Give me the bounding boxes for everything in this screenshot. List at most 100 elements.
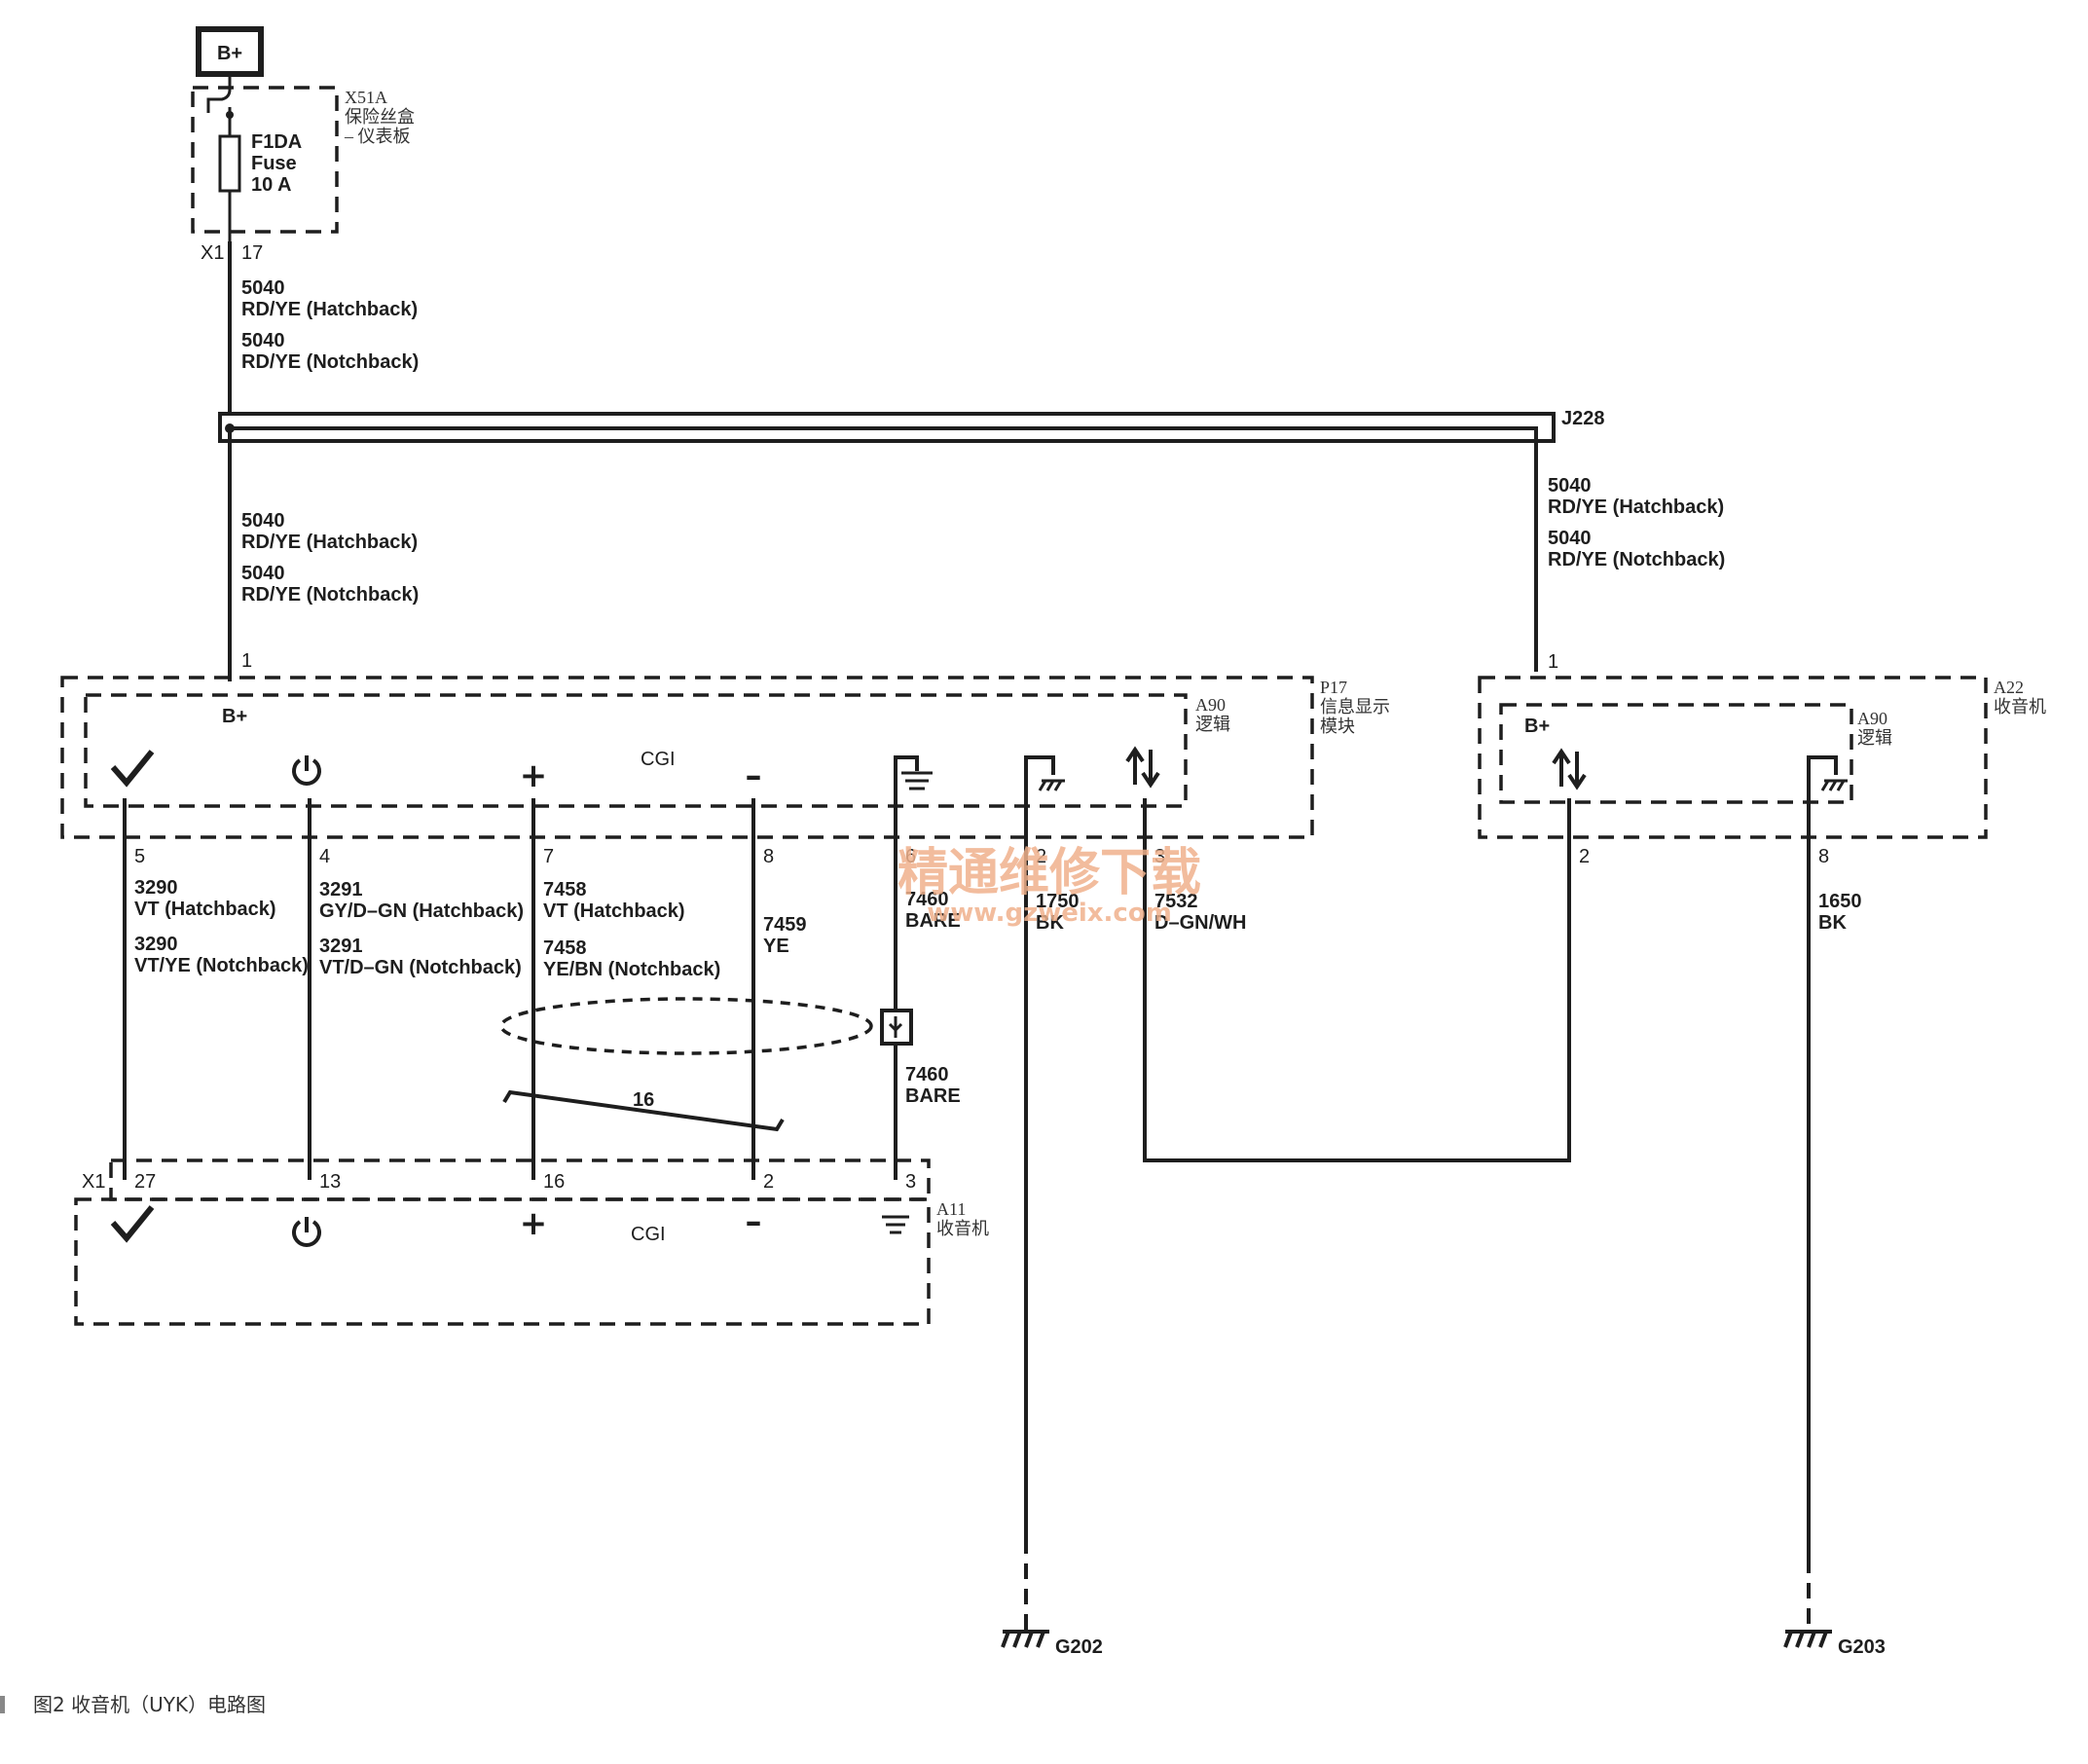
svg-text:7460: 7460: [905, 1064, 949, 1085]
svg-text:3: 3: [905, 1171, 916, 1193]
svg-text:RD/YE (Notchback): RD/YE (Notchback): [241, 584, 419, 606]
svg-text:2: 2: [1036, 846, 1046, 867]
svg-text:5040: 5040: [241, 510, 285, 532]
shield-ellipse: [499, 997, 913, 1055]
battery-label: B+: [217, 43, 242, 64]
chassis-ground-icon: [1024, 755, 1065, 798]
ground-label-g203: G203: [1838, 1636, 1886, 1658]
minus-sign: –: [746, 756, 762, 795]
twisted-pair-marker: 16: [502, 1089, 785, 1132]
a22-inner-name: 逻辑: [1857, 728, 1892, 748]
svg-text:3290: 3290: [134, 877, 178, 899]
svg-text:BARE: BARE: [905, 910, 961, 932]
svg-text:VT (Hatchback): VT (Hatchback): [134, 899, 276, 920]
p17-pin-b: 1: [241, 650, 252, 672]
svg-text:D–GN/WH: D–GN/WH: [1154, 912, 1246, 934]
svg-text:BARE: BARE: [905, 1085, 961, 1107]
p17-inner-ref: A90: [1195, 695, 1226, 715]
wire-label-mid: 5040 RD/YE (Hatchback) 5040 RD/YE (Notch…: [241, 510, 419, 606]
fuse-rating: 10 A: [251, 174, 292, 196]
a11-name: 收音机: [936, 1219, 989, 1238]
fuse-name: F1DA: [251, 131, 302, 153]
wire-label-right: 5040 RD/YE (Hatchback) 5040 RD/YE (Notch…: [1548, 475, 1725, 570]
svg-text:5040: 5040: [241, 330, 285, 351]
svg-text:3291: 3291: [319, 936, 363, 957]
wire-labels-p17: 5 3290 VT (Hatchback) 3290 VT/YE (Notchb…: [134, 846, 1862, 1107]
check-icon: [110, 750, 155, 788]
svg-text:2: 2: [1579, 846, 1590, 867]
svg-text:VT/D–GN (Notchback): VT/D–GN (Notchback): [319, 957, 522, 978]
svg-text:BK: BK: [1036, 912, 1064, 934]
p17-ref: P17: [1320, 678, 1347, 697]
svg-text:RD/YE (Hatchback): RD/YE (Hatchback): [241, 532, 418, 553]
fuse-connector: X1: [201, 242, 224, 264]
a11-cgi: CGI: [631, 1224, 666, 1245]
svg-text:BK: BK: [1818, 912, 1847, 934]
a22-bplus: B+: [1524, 716, 1550, 737]
p17-bplus: B+: [222, 706, 247, 727]
a11-power-icon: [292, 1217, 321, 1247]
svg-text:7458: 7458: [543, 937, 587, 959]
module-a11: A11 收音机 X1 27 13 16 2 3 CGI + –: [74, 1158, 989, 1326]
svg-text:RD/YE (Notchback): RD/YE (Notchback): [241, 351, 419, 373]
svg-text:7459: 7459: [763, 914, 807, 936]
twist-count: 16: [633, 1089, 654, 1111]
svg-text:RD/YE (Hatchback): RD/YE (Hatchback): [1548, 496, 1724, 518]
svg-text:GY/D–GN (Hatchback): GY/D–GN (Hatchback): [319, 900, 524, 922]
a11-plus-sign: +: [520, 1204, 548, 1243]
svg-text:27: 27: [134, 1171, 156, 1193]
battery-terminal: B+: [196, 26, 264, 77]
svg-text:16: 16: [543, 1171, 565, 1193]
svg-text:5040: 5040: [1548, 528, 1592, 549]
fuse-block-ref: X51A: [345, 88, 387, 107]
splice-label: J228: [1561, 408, 1605, 429]
svg-text:3: 3: [1154, 846, 1165, 867]
svg-text:YE: YE: [763, 936, 789, 957]
svg-text:8: 8: [763, 846, 774, 867]
watermark-cn: 精通维修下载: [897, 844, 1201, 902]
svg-text:7458: 7458: [543, 879, 587, 900]
wire-label-top: 5040 RD/YE (Hatchback) 5040 RD/YE (Notch…: [241, 277, 419, 373]
svg-text:5040: 5040: [1548, 475, 1592, 496]
svg-text:VT (Hatchback): VT (Hatchback): [543, 900, 685, 922]
a22-data-arrows-icon: [1552, 748, 1587, 790]
figure-caption: 图2 收音机（UYK）电路图: [33, 1693, 266, 1716]
svg-text:7460: 7460: [905, 889, 949, 910]
svg-text:5040: 5040: [241, 563, 285, 584]
svg-text:7532: 7532: [1154, 891, 1198, 912]
ground-g202: G202: [1001, 1630, 1103, 1658]
a22-ref: A22: [1994, 678, 2024, 697]
fuse-block-name: 保险丝盒: [345, 107, 415, 127]
svg-text:5040: 5040: [241, 277, 285, 299]
shield-ground-icon: [894, 755, 933, 798]
watermark: 精通维修下载 www.gzweix.com: [897, 844, 1201, 928]
a22-chassis-ground-icon: [1807, 755, 1848, 800]
module-p17: P17 信息显示 模块 A90 逻辑 1 B+ CGI + –: [60, 650, 1390, 839]
a11-ref: A11: [936, 1199, 966, 1219]
watermark-url: www.gzweix.com: [927, 899, 1172, 928]
p17-name: 信息显示: [1320, 697, 1390, 717]
p17-subname: 模块: [1320, 717, 1355, 736]
fuse-pin: 17: [241, 242, 263, 264]
plus-sign: +: [520, 756, 548, 795]
svg-text:8: 8: [1818, 846, 1829, 867]
module-a22: A22 收音机 A90 逻辑 1 B+: [1478, 651, 2046, 839]
svg-text:13: 13: [319, 1171, 341, 1193]
svg-text:VT/YE (Notchback): VT/YE (Notchback): [134, 955, 309, 976]
fuse-block-x51a: X51A 保险丝盒 – 仪表板 F1DA Fuse 10 A X1 17: [191, 74, 415, 264]
splice-j228: J228: [218, 408, 1605, 672]
p17-inner-name: 逻辑: [1195, 715, 1230, 734]
svg-text:5: 5: [134, 846, 145, 867]
a22-inner-ref: A90: [1857, 709, 1887, 728]
svg-text:1650: 1650: [1818, 891, 1862, 912]
svg-text:7: 7: [543, 846, 554, 867]
fuse-block-subname: – 仪表板: [344, 127, 411, 146]
svg-text:6: 6: [905, 846, 916, 867]
svg-text:3290: 3290: [134, 934, 178, 955]
svg-text:4: 4: [319, 846, 330, 867]
svg-text:3291: 3291: [319, 879, 363, 900]
fuse-word: Fuse: [251, 153, 297, 174]
svg-text:1750: 1750: [1036, 891, 1080, 912]
a22-pin-b: 1: [1548, 651, 1558, 673]
